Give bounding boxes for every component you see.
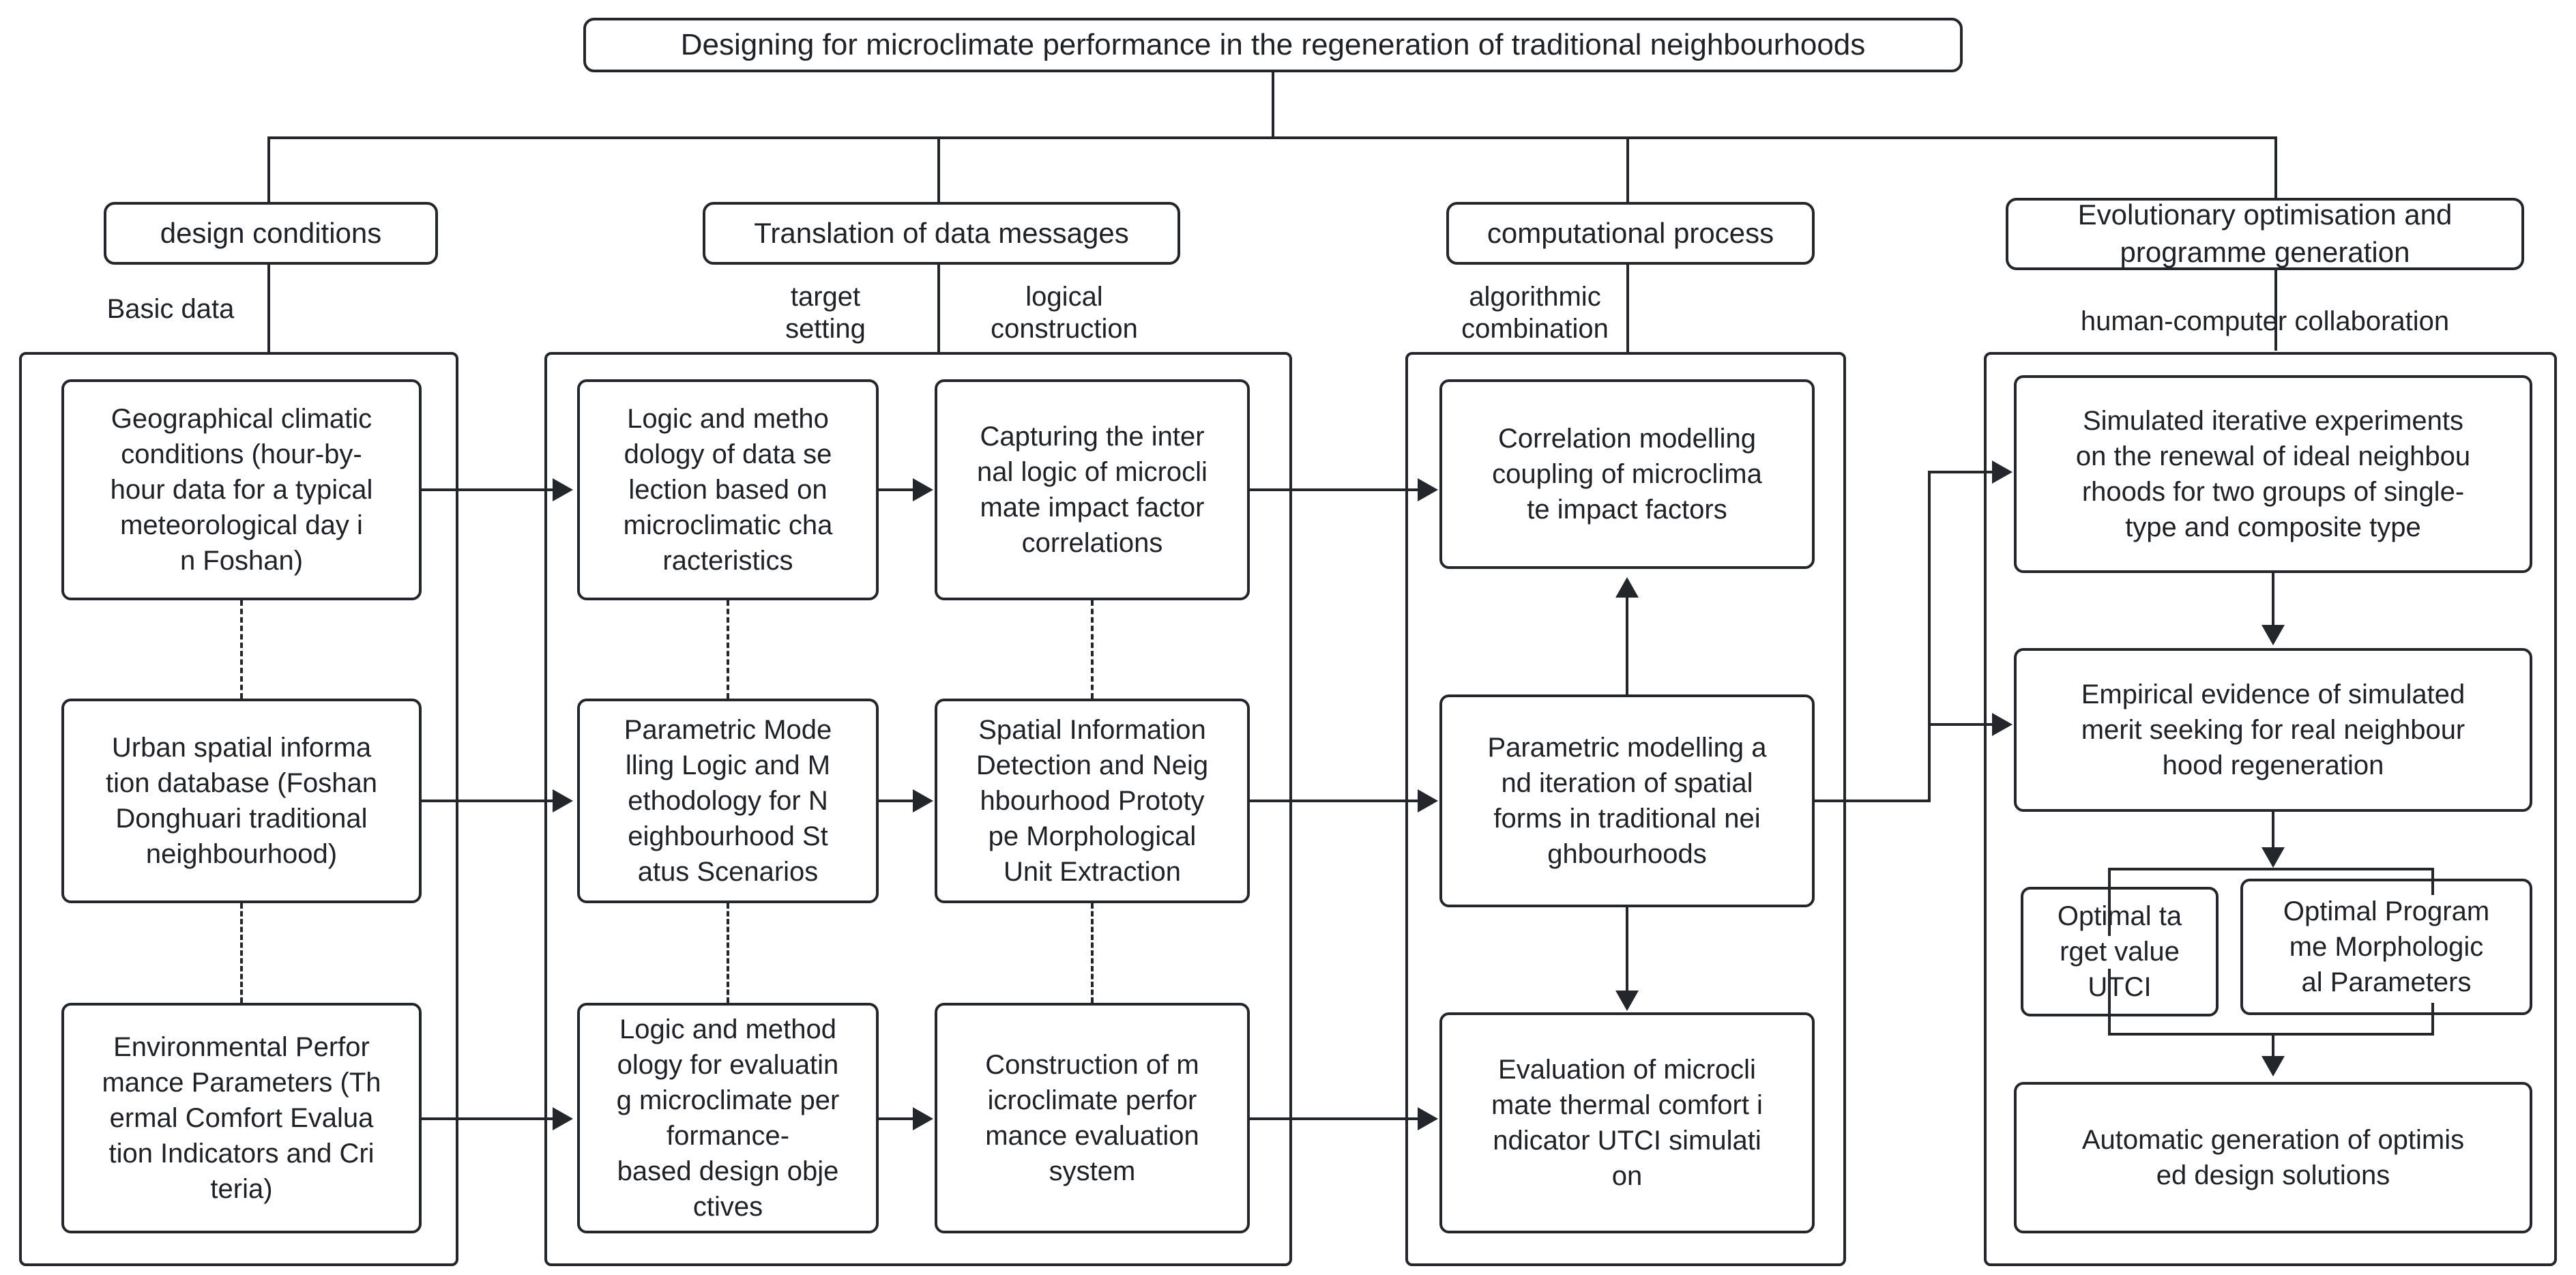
connector-col4-bracket-bottom-left [2108, 969, 2111, 1036]
node-evaluation-utci-simulation: Evaluation of microcli mate thermal comf… [1439, 1012, 1815, 1233]
connector-col4-bracket-top-right [2431, 868, 2434, 895]
arrowhead-c2br3-to-c3r3 [1418, 1107, 1438, 1130]
connector-c3-to-c4r2 [1928, 723, 1995, 726]
node-optimal-programme-morphological-parameters: Optimal Program me Morphologic al Parame… [2240, 879, 2532, 1015]
arrowhead-c2br1-to-c3r1 [1418, 478, 1438, 501]
connector-col4-bracket-bottom-right [2431, 1003, 2434, 1036]
arrowhead-c2br2-to-c3r2 [1418, 789, 1438, 812]
connector-c3-riser [1928, 471, 1931, 802]
stage-header-evolutionary-optimisation: Evolutionary optimisation and programme … [2006, 198, 2524, 270]
node-construction-evaluation-system: Construction of m icroclimate perfor man… [935, 1003, 1250, 1233]
group-frame-evolutionary [1984, 352, 2557, 1266]
connector-c1r3-to-c2r3 [422, 1117, 553, 1120]
caption-target-setting: target setting [785, 282, 866, 345]
node-empirical-evidence-merit-seeking: Empirical evidence of simulated merit se… [2014, 648, 2532, 812]
stage-header-translation-of-data-messages: Translation of data messages [703, 202, 1180, 265]
arrowhead-col4-to-automatic [2262, 1056, 2285, 1076]
connector-dashed-basic-2 [240, 903, 243, 1003]
connector-drop-stage-3 [1626, 136, 1629, 202]
arrowhead-c1r1-to-c2r1 [553, 478, 573, 501]
node-spatial-information-detection: Spatial Information Detection and Neig h… [935, 699, 1250, 903]
connector-c3-out [1815, 800, 1931, 802]
stage-header-computational-process: computational process [1446, 202, 1815, 265]
diagram-title-box: Designing for microclimate performance i… [583, 18, 1963, 72]
caption-basic-data: Basic data [106, 294, 235, 324]
arrowhead-col3-down [1615, 991, 1639, 1011]
node-logic-methodology-data-selection: Logic and metho dology of data se lectio… [577, 379, 879, 600]
connector-col3-down-line [1626, 907, 1628, 995]
connector-drop-stage-2 [937, 136, 940, 202]
connector-dashed-logical-1 [1091, 600, 1094, 699]
node-capturing-internal-logic: Capturing the inter nal logic of microcl… [935, 379, 1250, 600]
connector-drop-stage-4 [2274, 136, 2277, 202]
arrowhead-col4-1-2 [2262, 625, 2285, 645]
arrowhead-c2ar1-to-c2br1 [913, 478, 933, 501]
group-frame-translation [544, 352, 1292, 1266]
connector-c2ar1-to-c2br1 [879, 488, 914, 491]
stage-header-design-conditions: design conditions [104, 202, 438, 265]
connector-col4-bracket-top [2108, 868, 2434, 870]
connector-col4-bracket-bottom [2108, 1033, 2434, 1036]
arrowhead-col3-up [1615, 577, 1639, 598]
node-simulated-iterative-experiments: Simulated iterative experiments on the r… [2014, 375, 2532, 573]
connector-col4-2-split-line [2272, 812, 2274, 854]
connector-drop-stage-1 [267, 136, 270, 202]
arrowhead-c3-to-c4r1 [1992, 460, 2012, 484]
connector-col3-up-line [1626, 596, 1628, 694]
node-urban-spatial-information-database: Urban spatial informa tion database (Fos… [61, 699, 422, 903]
node-correlation-modelling-coupling: Correlation modelling coupling of microc… [1439, 379, 1815, 569]
connector-title-trunk [1272, 72, 1274, 138]
node-logic-methodology-evaluating-microclimate: Logic and method ology for evaluatin g m… [577, 1003, 879, 1233]
caption-algorithmic-combination: algorithmic combination [1461, 282, 1609, 345]
node-environmental-performance-parameters: Environmental Perfor mance Parameters (T… [61, 1003, 422, 1233]
node-parametric-modelling-iteration: Parametric modelling a nd iteration of s… [1439, 694, 1815, 907]
node-parametric-modelling-logic-methodology: Parametric Mode lling Logic and M ethodo… [577, 699, 879, 903]
arrowhead-c1r2-to-c2r2 [553, 789, 573, 812]
group-frame-computational [1405, 352, 1846, 1266]
arrowhead-c1r3-to-c2r3 [553, 1107, 573, 1130]
connector-dashed-target-1 [727, 600, 729, 699]
connector-c1r1-to-c2r1 [422, 488, 553, 491]
caption-logical-construction: logical construction [991, 282, 1138, 345]
connector-c2br1-to-c3r1 [1250, 488, 1419, 491]
connector-stem-stage-2 [937, 265, 940, 353]
connector-dashed-basic-1 [240, 600, 243, 699]
group-frame-basic-data [19, 352, 458, 1266]
connector-distribution-bus [267, 136, 2277, 139]
connector-c2ar3-to-c2br3 [879, 1117, 914, 1120]
arrowhead-c2ar2-to-c2br2 [913, 789, 933, 812]
arrowhead-c3-to-c4r2 [1992, 713, 2012, 736]
connector-dashed-logical-2 [1091, 903, 1094, 1003]
connector-stem-stage-4 [2274, 270, 2277, 351]
connector-col4-to-automatic-line [2272, 1033, 2274, 1061]
node-optimal-target-value-utci: Optimal ta rget value UTCI [2021, 887, 2219, 1016]
connector-c2br2-to-c3r2 [1250, 800, 1419, 802]
connector-col4-1-2-line [2272, 573, 2274, 626]
connector-c1r2-to-c2r2 [422, 800, 553, 802]
connector-stem-stage-1 [267, 265, 270, 353]
connector-c2br3-to-c3r3 [1250, 1117, 1419, 1120]
node-geographical-climatic-conditions: Geographical climatic conditions (hour-b… [61, 379, 422, 600]
connector-stem-stage-3 [1626, 265, 1629, 353]
connector-dashed-target-2 [727, 903, 729, 1003]
arrowhead-col4-2-split [2262, 847, 2285, 868]
connector-c2ar2-to-c2br2 [879, 800, 914, 802]
connector-col4-bracket-top-left [2108, 868, 2111, 936]
arrowhead-c2ar3-to-c2br3 [913, 1107, 933, 1130]
node-automatic-generation-optimised-design: Automatic generation of optimis ed desig… [2014, 1082, 2532, 1233]
caption-human-computer-collaboration: human-computer collaboration [2080, 306, 2450, 336]
connector-c3-to-c4r1 [1928, 471, 1995, 473]
